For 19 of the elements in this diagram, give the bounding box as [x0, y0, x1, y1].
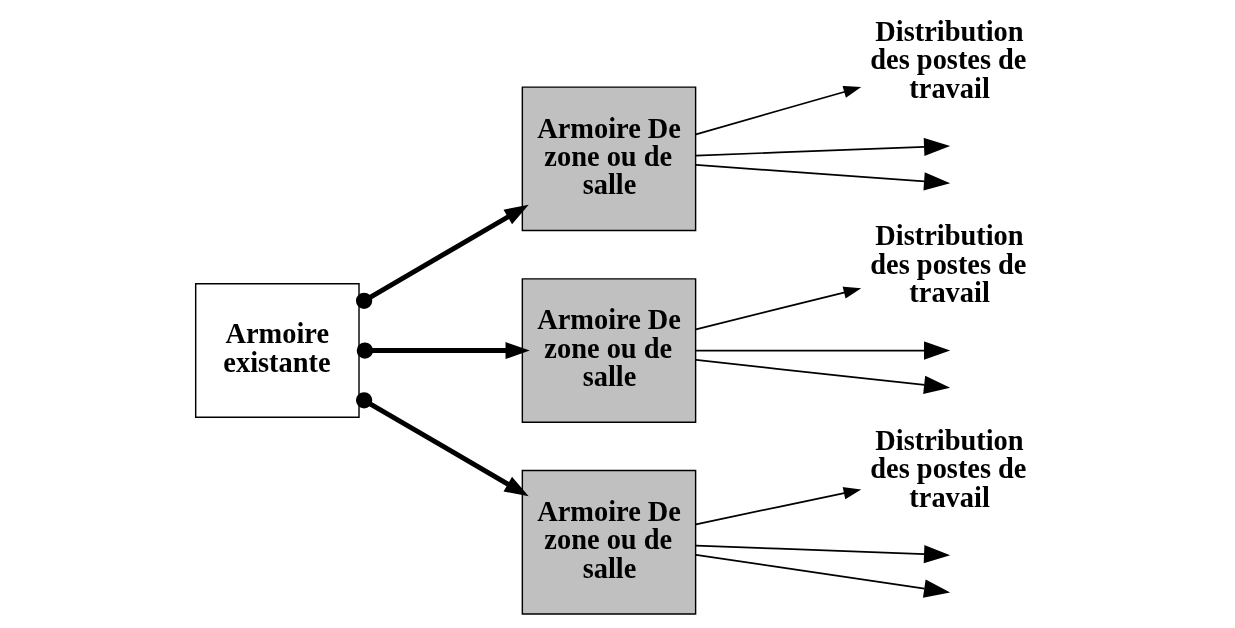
node-text: Distribution des postes de travail: [870, 424, 1027, 513]
node-box: Armoire De zone ou de salle: [521, 86, 697, 232]
arrow: [355, 204, 529, 309]
arrow: [695, 359, 951, 394]
arrow: [695, 554, 951, 598]
node-text: Distribution des postes de travail: [870, 15, 1027, 104]
arrow: [695, 341, 951, 360]
node-box: Armoire De zone ou de salle: [521, 469, 697, 615]
arrow: [355, 392, 529, 497]
node-box: Armoire De zone ou de salle: [521, 278, 697, 423]
arrow: [695, 85, 862, 136]
arrow: [695, 137, 951, 157]
arrow: [695, 544, 951, 564]
arrow: [356, 342, 530, 360]
node-box: Armoire existante: [194, 283, 360, 419]
arrow: [695, 164, 951, 191]
arrow: [695, 286, 862, 331]
arrow: [695, 487, 862, 526]
node-text: Distribution des postes de travail: [870, 220, 1027, 309]
